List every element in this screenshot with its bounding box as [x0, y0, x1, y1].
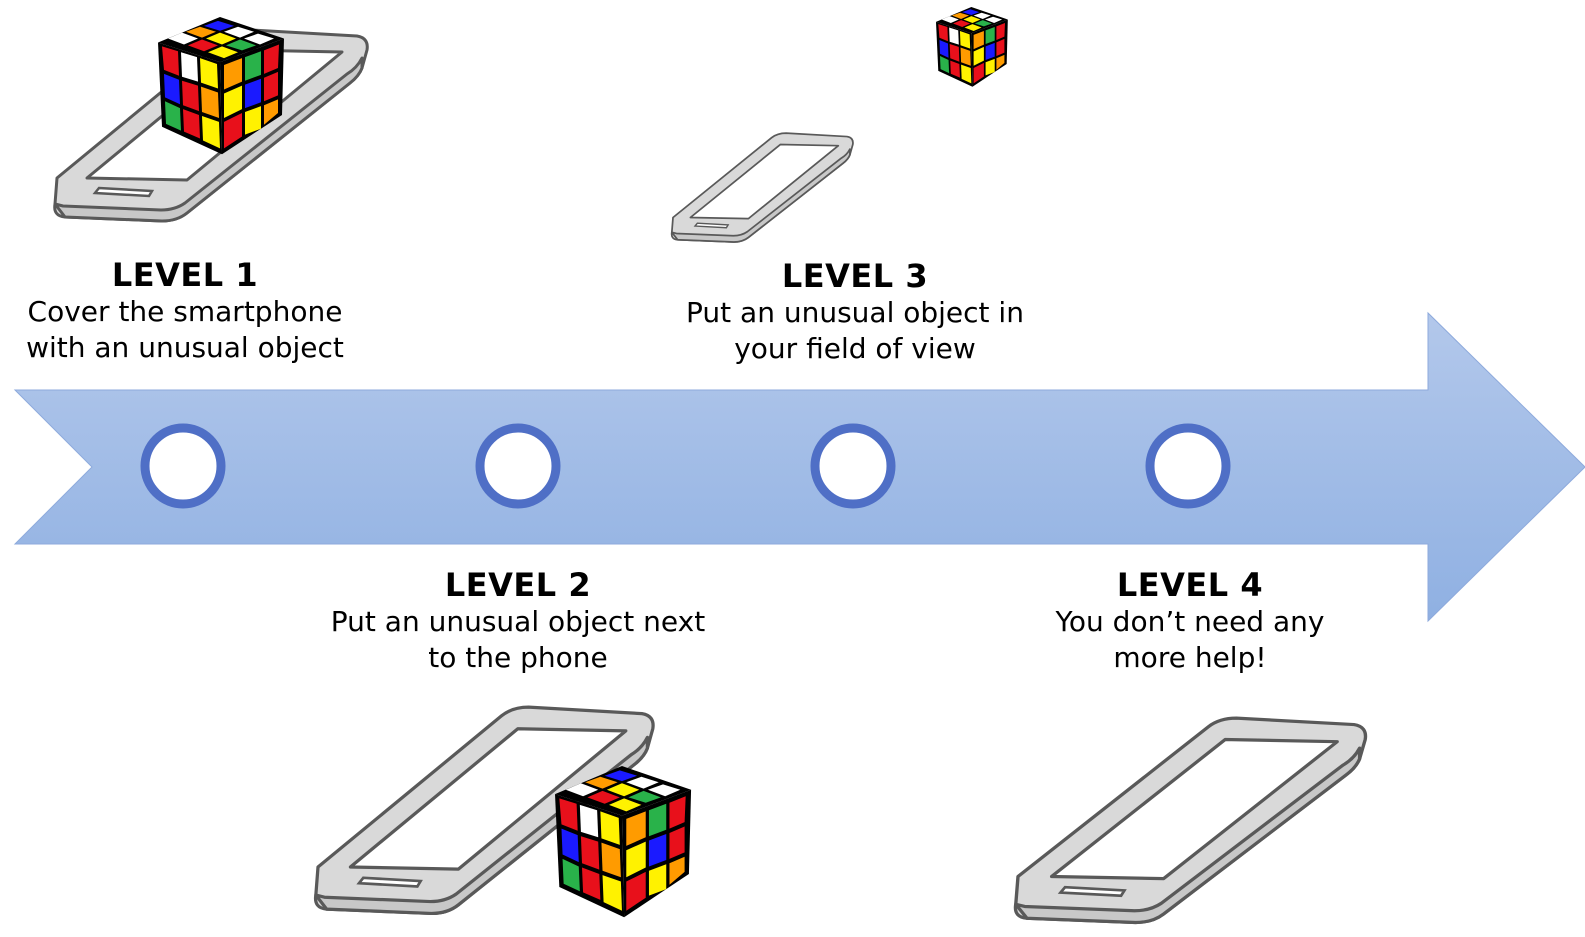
milestone-2-marker [475, 423, 561, 509]
milestone-4-marker [1145, 423, 1231, 509]
level-2-illustration [313, 705, 692, 918]
timeline-arrow [13, 311, 1585, 623]
level-2-description-line-1: Put an unusual object next [330, 605, 706, 638]
rubiks-cube-icon [555, 766, 692, 918]
level-4-description-line-2: more help! [1113, 641, 1267, 674]
level-1-label: LEVEL 1 Cover the smartphone with an unu… [10, 256, 360, 366]
level-3-illustration [670, 7, 1008, 243]
level-4-description-line-1: You don’t need any [1055, 605, 1325, 638]
level-1-title: LEVEL 1 [111, 256, 259, 294]
level-1-description-line-1: Cover the smartphone [27, 295, 343, 328]
level-4-title: LEVEL 4 [1116, 566, 1264, 604]
milestone-3-marker [810, 423, 896, 509]
level-3-title: LEVEL 3 [781, 257, 929, 295]
level-3-description-line-2: your field of view [734, 332, 976, 365]
level-2-label: LEVEL 2 Put an unusual object next to th… [318, 566, 718, 676]
level-2-description-line-2: to the phone [428, 641, 608, 674]
level-3-label: LEVEL 3 Put an unusual object in your fi… [670, 257, 1040, 367]
level-4-illustration [1013, 716, 1368, 925]
level-4-label: LEVEL 4 You don’t need any more help! [1020, 566, 1360, 676]
level-1-description-line-2: with an unusual object [26, 331, 344, 364]
milestone-1-marker [140, 423, 226, 509]
rubiks-cube-icon [936, 7, 1008, 87]
level-2-title: LEVEL 2 [444, 566, 592, 604]
level-3-description-line-1: Put an unusual object in [686, 296, 1024, 329]
smartphone-icon [1013, 716, 1368, 925]
level-1-illustration [53, 17, 369, 223]
smartphone-icon [670, 132, 854, 243]
